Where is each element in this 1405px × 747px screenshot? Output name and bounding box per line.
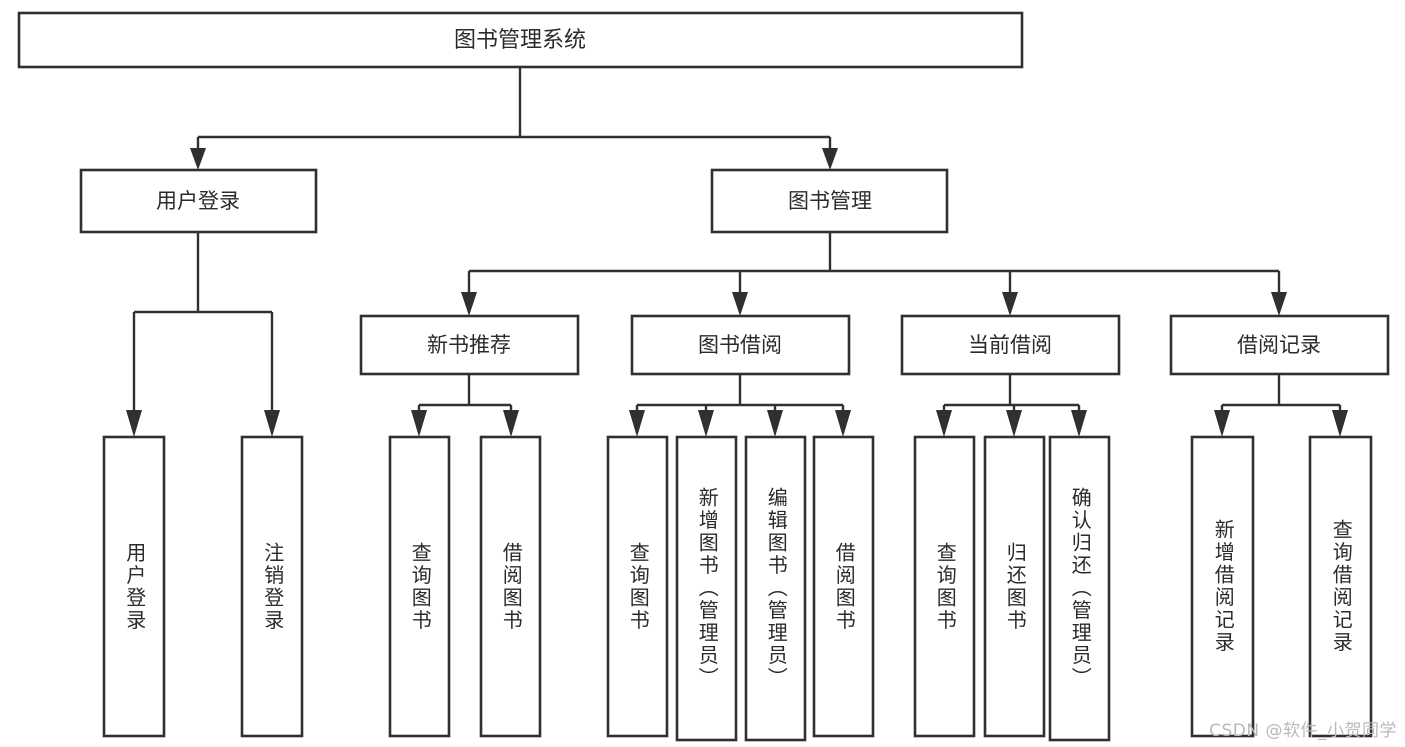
arrow-head-new-book-recommend bbox=[461, 292, 477, 316]
connectors-layer bbox=[126, 67, 1348, 437]
arrow-head-leaf-edit-book-admin bbox=[767, 410, 783, 437]
node-box-leaf-user-login[interactable] bbox=[102, 435, 166, 738]
node-box-user-login[interactable] bbox=[79, 168, 318, 234]
node-label-current-borrow: 当前借阅 bbox=[968, 333, 1052, 357]
node-box-leaf-add-borrow-record[interactable] bbox=[1190, 435, 1255, 738]
arrow-head-leaf-borrow-book-2 bbox=[835, 410, 851, 437]
arrow-head-leaf-add-borrow-record bbox=[1214, 410, 1230, 437]
node-box-leaf-add-book-admin[interactable] bbox=[675, 435, 738, 742]
node-label-book-manage: 图书管理 bbox=[788, 189, 872, 213]
node-box-leaf-confirm-return-admin[interactable] bbox=[1048, 435, 1111, 742]
node-box-leaf-edit-book-admin[interactable] bbox=[744, 435, 807, 742]
nodes-layer: 图书管理系统 用户登录 图书管理 新书推荐 图书借阅 当前借阅 借阅记录 bbox=[17, 11, 1390, 742]
node-box-new-book-recommend[interactable] bbox=[359, 314, 580, 376]
node-box-leaf-query-book-2[interactable] bbox=[606, 435, 669, 738]
arrow-head-user-login bbox=[190, 148, 206, 170]
node-box-leaf-logout-login[interactable] bbox=[240, 435, 304, 738]
node-box-leaf-query-borrow-record[interactable] bbox=[1308, 435, 1373, 738]
arrow-head-leaf-query-book-3 bbox=[936, 410, 952, 437]
arrow-head-leaf-query-book-2 bbox=[629, 410, 645, 437]
arrow-head-book-borrow bbox=[732, 292, 748, 316]
node-box-leaf-query-book-1[interactable] bbox=[388, 435, 451, 738]
node-box-book-borrow[interactable] bbox=[630, 314, 851, 376]
arrow-head-borrow-record bbox=[1271, 292, 1287, 316]
arrow-head-leaf-query-borrow-record bbox=[1332, 410, 1348, 437]
node-label-root: 图书管理系统 bbox=[454, 28, 586, 53]
node-box-leaf-borrow-book-2[interactable] bbox=[812, 435, 875, 738]
arrow-head-leaf-confirm-return-admin bbox=[1071, 410, 1087, 437]
arrow-head-leaf-query-book-1 bbox=[411, 410, 427, 437]
node-box-current-borrow[interactable] bbox=[900, 314, 1121, 376]
node-label-new-book-recommend: 新书推荐 bbox=[427, 333, 511, 357]
node-label-user-login: 用户登录 bbox=[156, 189, 240, 213]
watermark-text: CSDN @软件_小贺同学 bbox=[1209, 721, 1397, 741]
node-box-leaf-borrow-book-1[interactable] bbox=[479, 435, 542, 738]
node-box-root[interactable] bbox=[17, 11, 1024, 69]
arrow-head-current-borrow bbox=[1002, 292, 1018, 316]
node-box-book-manage[interactable] bbox=[710, 168, 949, 234]
node-label-book-borrow: 图书借阅 bbox=[698, 333, 782, 357]
node-box-leaf-query-book-3[interactable] bbox=[913, 435, 976, 738]
arrow-head-leaf-add-book-admin bbox=[698, 410, 714, 437]
arrow-head-leaf-borrow-book-1 bbox=[503, 410, 519, 437]
arrow-head-leaf-logout-login bbox=[264, 410, 280, 437]
node-box-borrow-record[interactable] bbox=[1169, 314, 1390, 376]
arrow-head-book-manage bbox=[822, 148, 838, 170]
node-box-leaf-return-book[interactable] bbox=[983, 435, 1046, 738]
node-label-borrow-record: 借阅记录 bbox=[1237, 333, 1321, 357]
arrow-head-leaf-user-login bbox=[126, 410, 142, 437]
arrow-head-leaf-return-book bbox=[1006, 410, 1022, 437]
